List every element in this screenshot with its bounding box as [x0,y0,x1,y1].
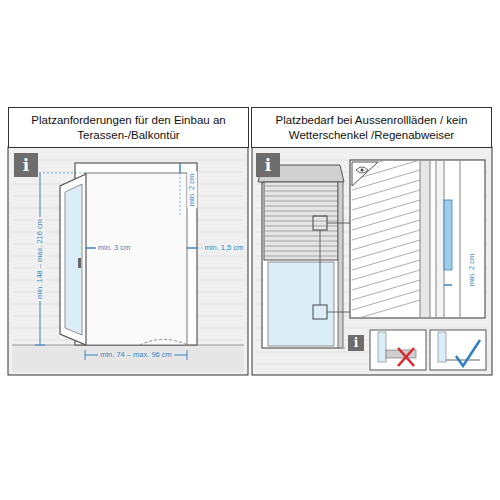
leader-line [327,223,350,224]
shutter-slat [352,250,420,270]
window-glass [268,262,334,346]
swing-arc [140,339,187,345]
leader-line [327,312,350,313]
clearance-area [444,200,452,270]
shutter-slat [264,206,338,207]
dimension-tick [35,345,45,346]
shutter-slat [352,270,420,290]
window-edge [460,161,461,317]
detail-view [350,160,485,318]
door-frame [75,163,197,345]
shutter-slat [264,236,338,237]
header-box: Platzanforderungen für den Einbau an Ter… [8,107,249,148]
info-icon-letter: i [263,156,273,175]
dimension-line [179,163,181,173]
shutter-slat [352,190,420,210]
header-text: Platzanforderungen für den Einbau an Ter… [15,113,242,143]
info-icon-letter: i [352,336,361,350]
detail-marker [313,216,327,230]
shutter-slat [264,241,338,242]
shutter-slat [264,196,338,197]
shutter-slat [264,251,338,252]
wrong-example [370,330,426,370]
door-drawing [12,153,244,372]
shutter-slat [264,246,338,247]
shutter-curtain [264,182,338,260]
shutter-slat [264,231,338,232]
shutter-slat [352,180,420,200]
info-icon [14,153,38,177]
door-leaf [60,174,86,345]
window-glass [438,332,446,362]
guide-rail [420,161,430,317]
sill-line [446,360,480,361]
right-example [430,330,486,370]
shutter-slat [352,290,420,310]
floor-line [262,348,345,349]
eye-symbol [356,167,368,173]
dimension-tick [85,350,86,360]
dimension-tick [187,350,188,360]
shutter-slat [352,210,420,230]
shutter-slat [352,260,420,280]
detail-marker [313,305,327,319]
shutter-slat [352,220,420,240]
view-corner [352,162,378,186]
info-icon-letter: i [21,156,31,175]
shutter-slat [264,186,338,187]
dimension-label: min. 74 – max. 96 cm [98,350,174,360]
shutter-slat [352,280,420,300]
right-panel [252,147,492,375]
leader-line [320,230,321,305]
shutter-slat [352,300,420,317]
door-handle [78,258,81,268]
floor [12,345,244,372]
header-box: Platzbedarf bei Aussenrollläden / kein W… [251,107,492,148]
window-frame [262,182,340,348]
cross-mark [398,348,414,366]
dimension-label: min. 3 cm [96,243,133,253]
shutter-slat [352,200,420,220]
guide-rail [338,182,343,348]
shutter-drawing [256,150,488,370]
shutter-slat [264,201,338,202]
shutter-slat [264,211,338,212]
shutter-slat [264,256,338,257]
dimension-label: min. 1,5 cm [203,243,246,253]
header-text: Platzbedarf bei Aussenrollläden / kein W… [258,113,485,143]
dimension-label: min. 148 – max. 216 cm [35,217,45,301]
info-icon [256,153,280,177]
dimension-line [444,284,452,286]
left-panel [8,147,248,375]
shutter-slat [352,240,420,260]
window-profile [436,161,444,317]
dimension-label: min. 2 cm [187,172,197,209]
door-opening [85,173,187,345]
shutter-slat [264,191,338,192]
dimension-label: min. 2 cm [467,252,477,289]
shutter-slat [352,230,420,250]
wall-texture [12,160,244,161]
check-mark [456,340,480,366]
door-glass [65,184,82,335]
window-glass [378,332,386,362]
extension-line [180,173,181,215]
extension-line [35,173,85,174]
detail-content [352,161,460,317]
eye-pupil [361,169,364,172]
dimension-line [187,247,197,249]
info-icon [348,335,364,351]
